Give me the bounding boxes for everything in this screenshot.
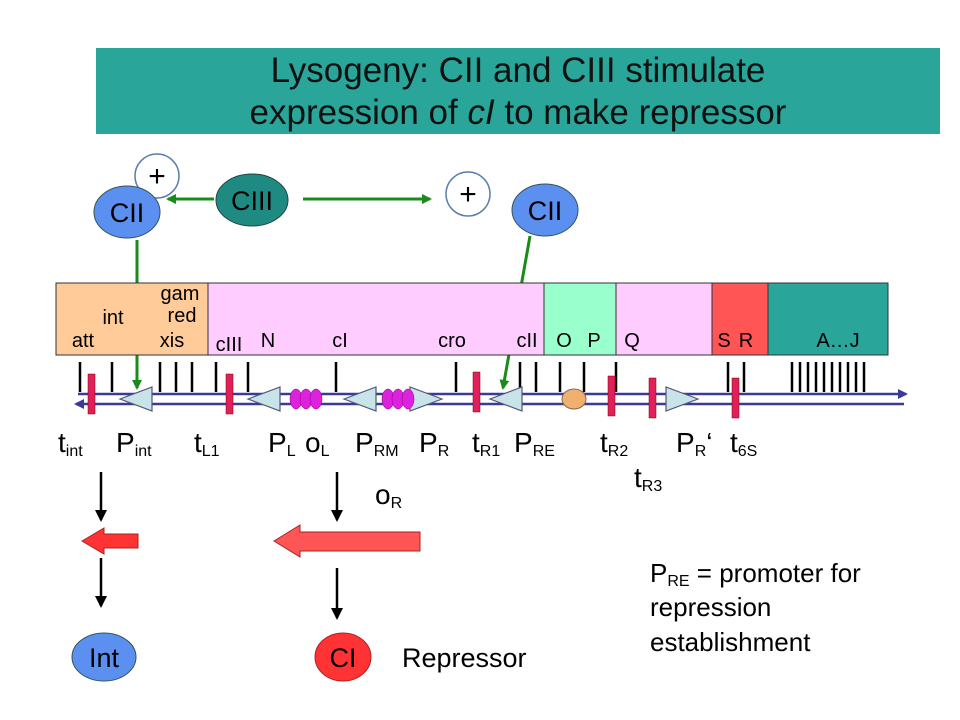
terminators xyxy=(87,371,740,419)
int-product-label: Int xyxy=(89,643,120,673)
title-line-1: Lysogeny: CII and CIII stimulate xyxy=(270,51,766,90)
label-p-r: PR xyxy=(419,427,449,460)
cii-right-label: CII xyxy=(528,196,563,226)
operators xyxy=(289,388,415,410)
gene-xis: xis xyxy=(160,330,184,352)
dna-strands xyxy=(74,389,908,409)
pre-note-line-1: PRE = promoter for xyxy=(650,558,861,590)
ci-product-label: CI xyxy=(330,643,357,673)
region-pink-left xyxy=(207,282,545,356)
promoter-p-rm xyxy=(342,386,377,412)
title-line-2: expression of cI to make repressor xyxy=(96,92,940,134)
pre-note: PRE = promoter for repression establishm… xyxy=(650,558,861,657)
int-transcript-arrow xyxy=(81,527,139,555)
operator-ol-3 xyxy=(309,388,323,410)
plus-left-circle: + xyxy=(134,153,180,199)
label-t-r1: tR1 xyxy=(472,427,500,460)
pre-note-line-3: establishment xyxy=(650,627,811,657)
label-p-r-prime: PR‘ xyxy=(676,427,712,460)
ori-origin xyxy=(561,388,587,410)
region-red xyxy=(711,282,769,356)
ciii-label: CIII xyxy=(231,186,273,216)
promoter-p-int xyxy=(118,386,153,412)
label-t-l1: tL1 xyxy=(194,427,220,460)
terminator-t-r3 xyxy=(648,377,657,419)
label-p-l: PL xyxy=(268,427,296,460)
slide-title: Lysogeny: CII and CIII stimulate express… xyxy=(96,50,940,134)
plus-left-label: + xyxy=(148,160,166,193)
promoter-p-re xyxy=(488,386,523,412)
label-t-int: tint xyxy=(58,427,83,460)
gene-o: O xyxy=(556,330,572,352)
region-green xyxy=(543,282,617,356)
gene-q: Q xyxy=(624,330,640,352)
ci-product: CI xyxy=(314,632,372,682)
terminator-t-r2 xyxy=(607,375,616,417)
site-labels: tint Pint tL1 PL oL PRM PR tR1 PRE tR2 P… xyxy=(58,427,757,512)
label-o-r: oR xyxy=(375,479,402,512)
gene-att: att xyxy=(72,330,95,352)
cii-left-protein: CII xyxy=(93,185,161,239)
repressor-label: Repressor xyxy=(402,643,527,673)
region-pink-right xyxy=(615,282,713,356)
plus-right-circle: + xyxy=(445,171,491,217)
label-p-int: Pint xyxy=(116,427,152,460)
label-p-re: PRE xyxy=(514,427,555,460)
gene-p: P xyxy=(587,330,600,352)
terminator-t-6s xyxy=(731,377,740,419)
terminator-t-r1 xyxy=(472,371,481,413)
ciii-protein: CIII xyxy=(215,173,289,227)
cii-left-label: CII xyxy=(110,198,145,228)
gene-ci: cI xyxy=(332,330,348,352)
title-line-2-pre: expression of xyxy=(249,93,468,132)
gene-n: N xyxy=(261,330,275,352)
title-line-2-italic: cI xyxy=(467,93,495,132)
gene-ciii: cIII xyxy=(216,334,243,356)
gene-ticks xyxy=(78,362,866,392)
gene-s: S xyxy=(717,330,730,352)
gene-map: gam red int att xis cIII N cI cro cII O … xyxy=(55,282,889,356)
label-p-rm: PRM xyxy=(355,427,399,460)
region-orange xyxy=(55,282,209,356)
promoters xyxy=(118,386,700,412)
gene-cii: cII xyxy=(516,330,537,352)
terminator-t-l1 xyxy=(225,373,234,415)
promoter-p-r xyxy=(409,386,444,412)
ci-transcript-arrow xyxy=(273,524,421,558)
cii-right-protein: CII xyxy=(511,183,579,237)
plus-right-label: + xyxy=(459,178,477,211)
label-t-6s: t6S xyxy=(730,427,757,460)
gene-red: red xyxy=(168,305,197,327)
gene-gam: gam xyxy=(161,283,200,305)
pre-note-line-2: repression xyxy=(650,592,771,622)
int-product: Int xyxy=(71,632,137,682)
promoter-p-r-prime xyxy=(665,386,700,412)
label-o-l: oL xyxy=(305,427,330,460)
operator-or-3 xyxy=(401,388,415,410)
title-banner xyxy=(96,48,940,134)
promoter-p-l xyxy=(246,386,281,412)
gene-a-j: A…J xyxy=(816,330,859,352)
gene-cro: cro xyxy=(438,330,466,352)
label-t-r2: tR2 xyxy=(600,427,628,460)
label-t-r3: tR3 xyxy=(634,462,662,495)
terminator-t-int xyxy=(87,373,96,415)
gene-r: R xyxy=(739,330,753,352)
region-teal xyxy=(767,282,889,356)
title-line-2-post: to make repressor xyxy=(494,93,787,132)
gene-int: int xyxy=(102,307,124,329)
